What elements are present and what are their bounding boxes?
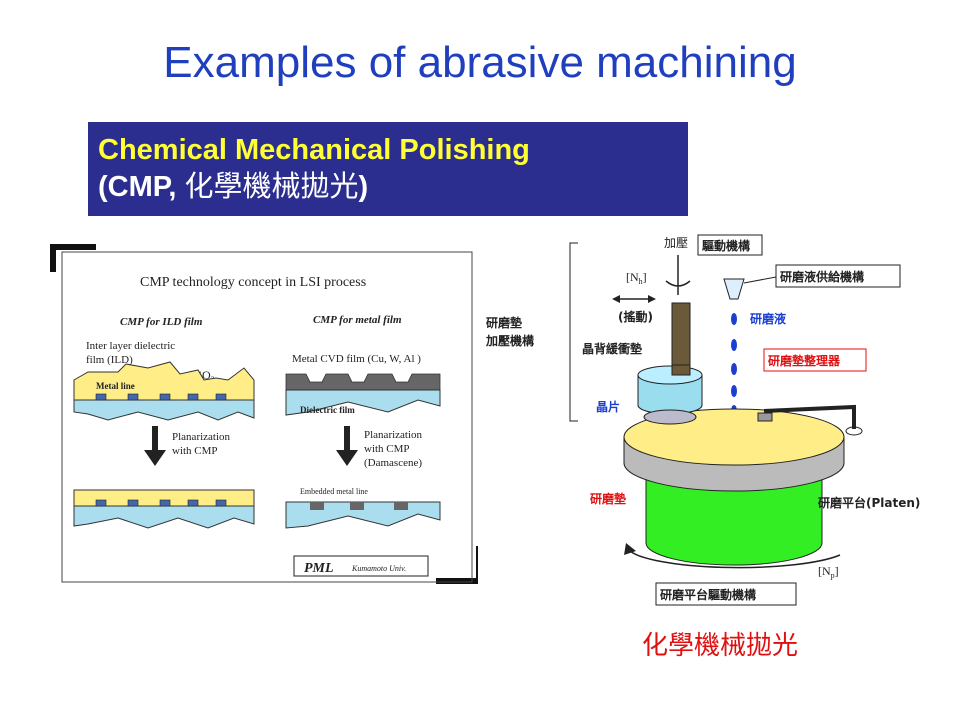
conditioner-label: 研磨墊整理器 bbox=[768, 353, 841, 368]
metal-cvd-label: Metal CVD film (Cu, W, Al ) bbox=[292, 353, 421, 365]
planar-right-2: with CMP bbox=[364, 443, 410, 455]
metal-line-label: Metal line bbox=[96, 381, 135, 391]
swing-label: (搖動) bbox=[618, 309, 653, 324]
column-ild-heading: CMP for ILD film bbox=[120, 316, 203, 328]
cmp-concept-figure: CMP technology concept in LSI process CM… bbox=[48, 240, 486, 592]
planar-right-1: Planarization bbox=[364, 429, 423, 441]
subtitle-line-1: Chemical Mechanical Polishing bbox=[98, 134, 530, 166]
slurry-drops bbox=[731, 313, 737, 417]
pad-pressure-label-1: 研磨墊 bbox=[486, 315, 522, 330]
cmp-machine-figure: 加壓 驅動機構 [Nh] (搖動) 研磨墊 加壓機構 研磨液供給機構 研磨液 晶… bbox=[478, 225, 948, 615]
nh-label: [Nh] bbox=[626, 270, 647, 286]
bracket-top-left bbox=[50, 244, 96, 250]
slurry-supply-label: 研磨液供給機構 bbox=[780, 269, 864, 284]
slurry-supply-box bbox=[775, 264, 901, 288]
kumamoto-label: Kumamoto Univ. bbox=[351, 564, 406, 573]
ild-label-2: film (ILD) bbox=[86, 354, 133, 366]
subtitle-line-2: (CMP, 化學機械拋光) bbox=[98, 168, 688, 205]
pad-pressure-label-2: 加壓機構 bbox=[485, 333, 534, 348]
column-metal-heading: CMP for metal film bbox=[313, 314, 402, 326]
drive-label: 驅動機構 bbox=[702, 238, 750, 253]
metal-cvd-diagram bbox=[285, 373, 441, 416]
platen-label: 研磨平台(Platen) bbox=[818, 495, 920, 510]
spindle bbox=[671, 302, 691, 368]
caption: 化學機械拋光 bbox=[642, 631, 799, 661]
conditioner-arm bbox=[763, 404, 856, 429]
embedded-label: Embedded metal line bbox=[300, 487, 368, 496]
pad-label: 研磨墊 bbox=[590, 491, 626, 506]
pressure-bracket bbox=[569, 242, 578, 422]
subtitle-chinese: 化學機械拋光 bbox=[184, 169, 359, 203]
wafer-label: 晶片 bbox=[596, 399, 620, 414]
ild-film-diagram bbox=[73, 361, 255, 421]
planar-left-1: Planarization bbox=[172, 431, 231, 443]
platen-rotation-arrow bbox=[627, 548, 841, 569]
pml-label: PML bbox=[304, 561, 334, 576]
drive-box bbox=[697, 234, 763, 256]
wafer bbox=[643, 409, 697, 425]
planarized-ild-diagram bbox=[73, 489, 255, 529]
subtitle-box: Chemical Mechanical Polishing (CMP, 化學機械… bbox=[88, 122, 688, 216]
slurry-label: 研磨液 bbox=[750, 311, 786, 326]
dielectric-label: Dielectric film bbox=[300, 405, 355, 415]
np-label: [Np] bbox=[818, 564, 839, 580]
backing-pad-label: 晶背緩衝墊 bbox=[582, 341, 642, 356]
pressure-label: 加壓 bbox=[664, 236, 688, 250]
embedded-metal-diagram bbox=[285, 501, 441, 529]
subtitle-open: (CMP, bbox=[98, 171, 185, 203]
platen-drive-label: 研磨平台驅動機構 bbox=[660, 587, 756, 602]
planar-right-3: (Damascene) bbox=[364, 457, 422, 469]
conditioner-box bbox=[763, 348, 867, 372]
concept-heading: CMP technology concept in LSI process bbox=[140, 275, 366, 290]
planar-left-2: with CMP bbox=[172, 445, 218, 457]
ild-label-1: Inter layer dielectric bbox=[86, 340, 175, 352]
platen-body bbox=[645, 470, 823, 566]
subtitle-close: ) bbox=[358, 171, 369, 203]
planarization-arrow-right bbox=[336, 426, 358, 466]
spindle-rotation-arrow bbox=[665, 255, 691, 295]
pml-box bbox=[293, 555, 429, 577]
swing-arrow bbox=[612, 295, 656, 303]
slurry-nozzle bbox=[723, 278, 745, 300]
slide-title: Examples of abrasive machining bbox=[163, 38, 797, 87]
planarization-arrow-left bbox=[144, 426, 166, 466]
platen-drive-box bbox=[655, 582, 797, 606]
